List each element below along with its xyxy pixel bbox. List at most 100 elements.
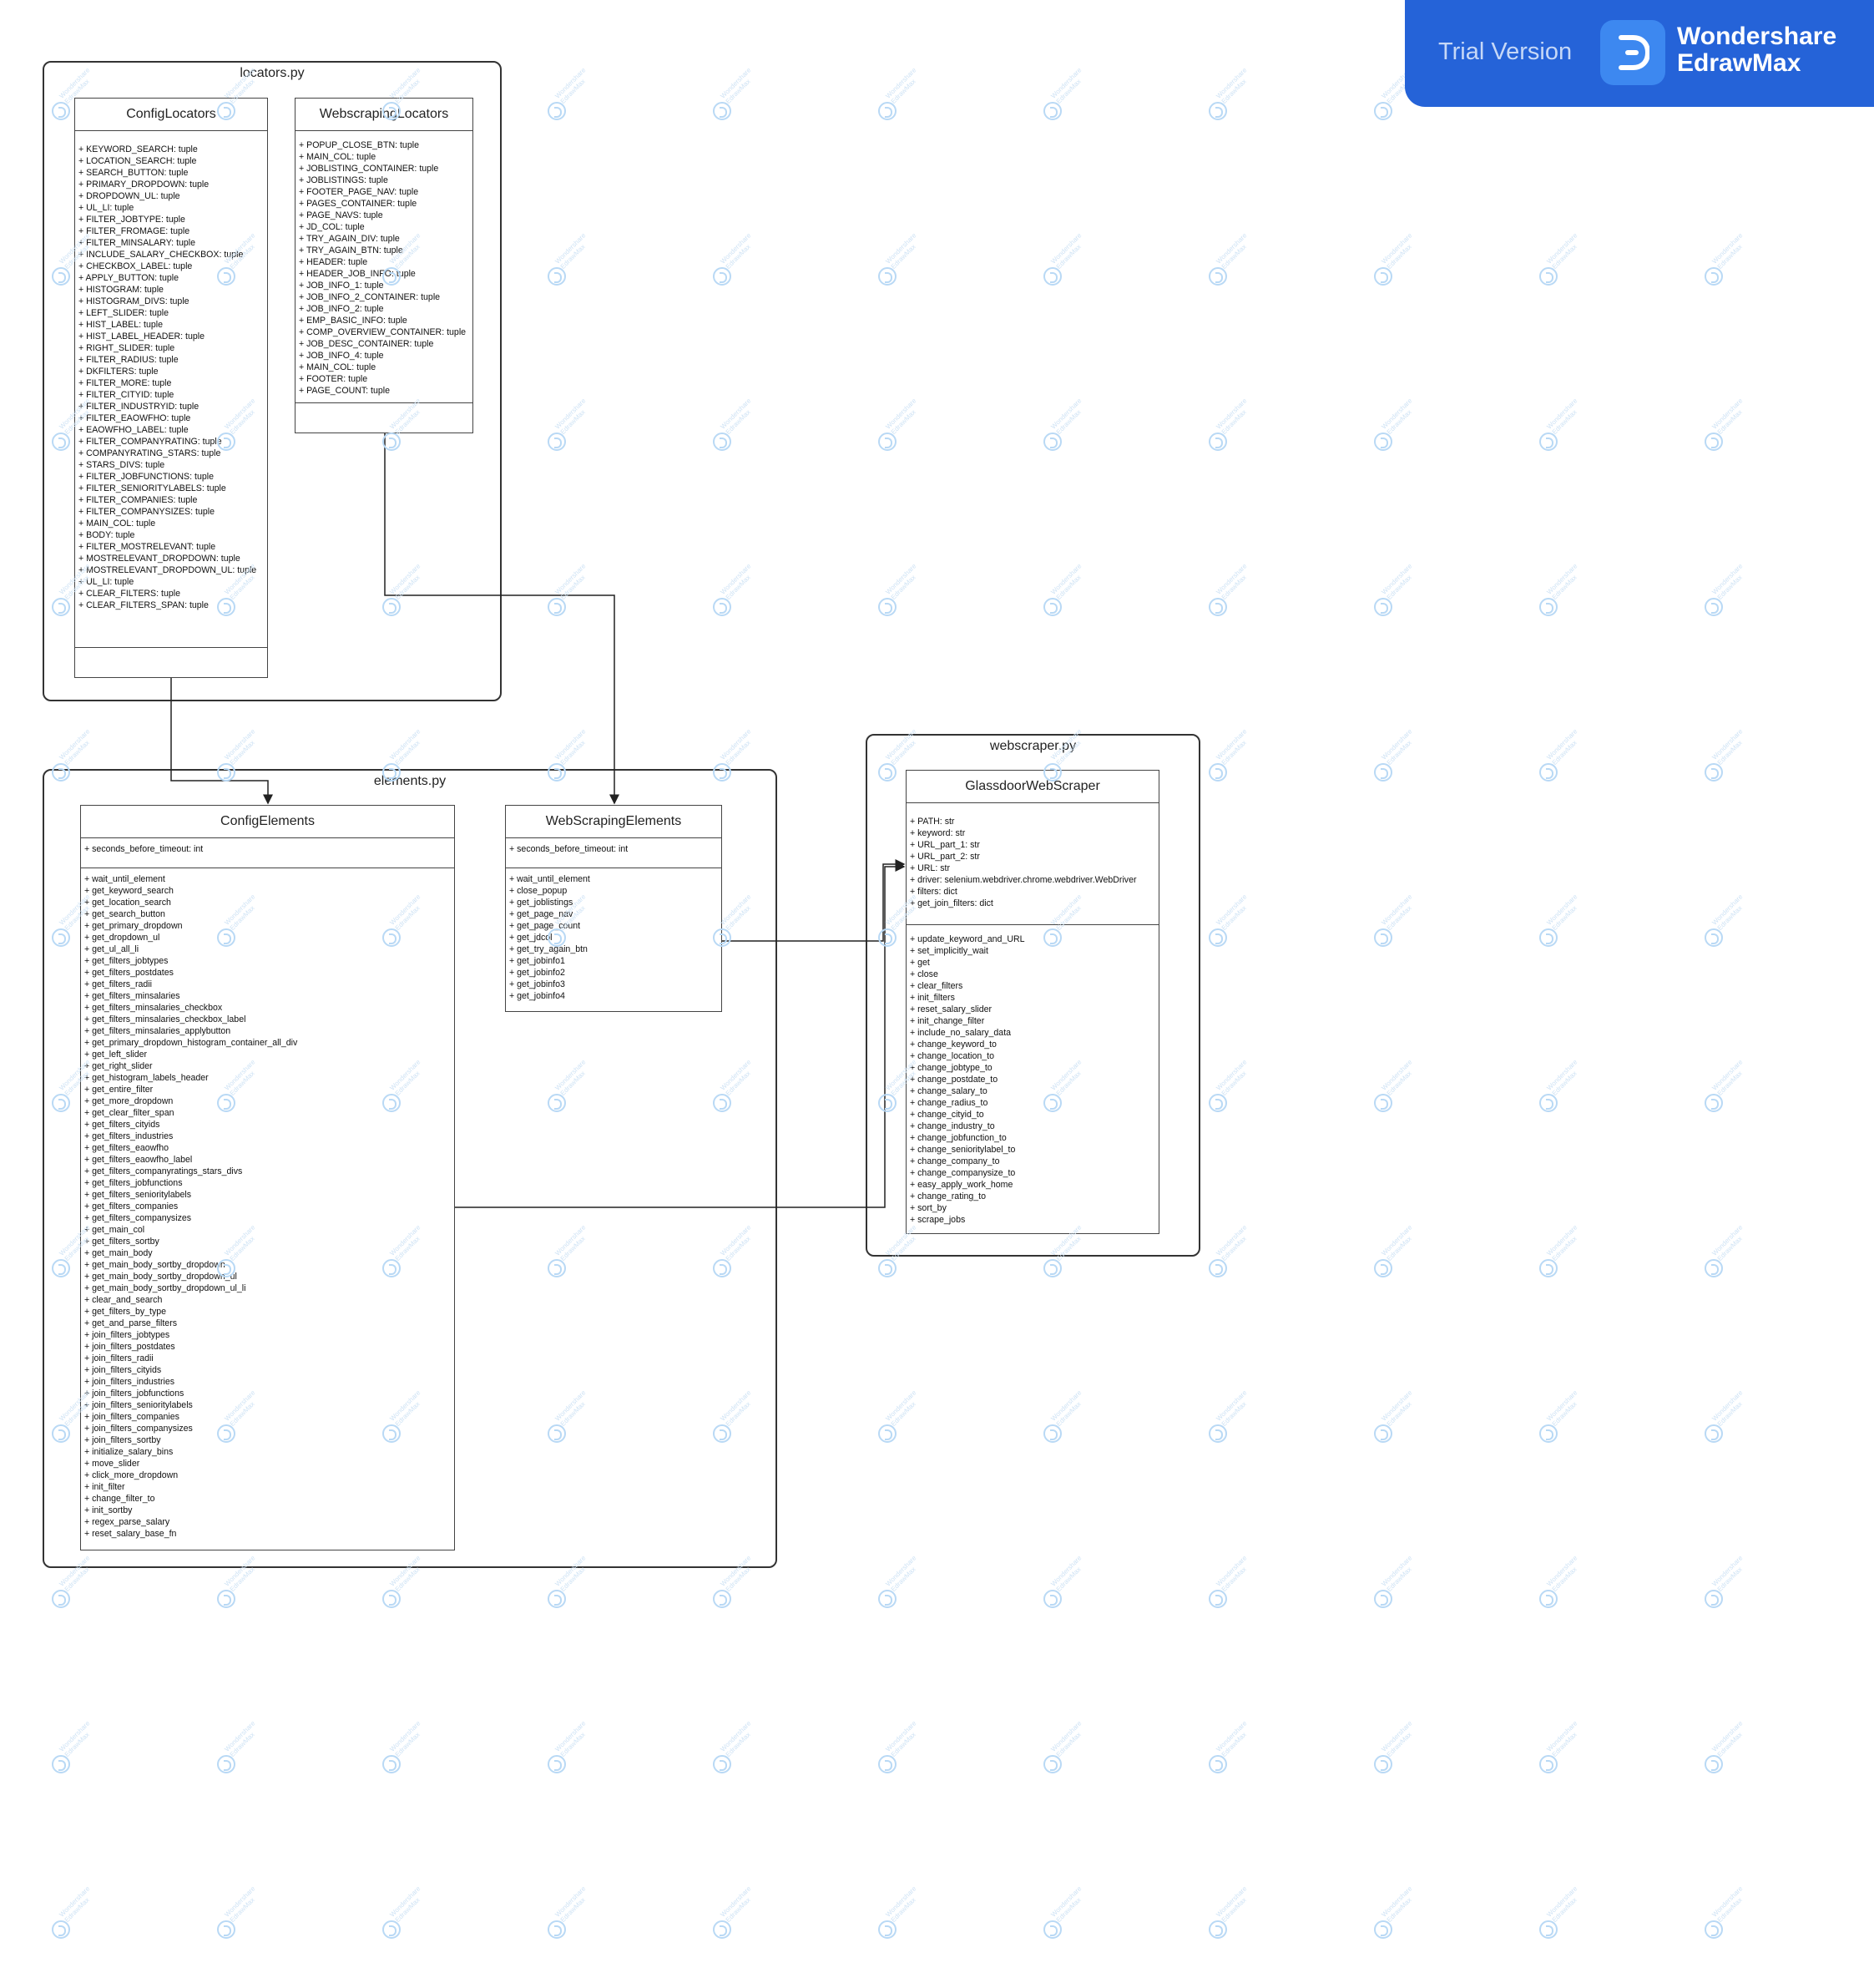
attribute-item: + CLEAR_FILTERS_SPAN: tuple [78,600,209,610]
watermark-logo-icon [1043,1920,1062,1939]
watermark-logo-icon [1374,1094,1392,1112]
watermark-logo-icon [52,1590,70,1608]
method-item: + get_page_nav [509,909,573,919]
watermark-logo-icon [1374,1424,1392,1443]
brand-line2: EdrawMax [1677,49,1801,77]
watermark-logo-icon [1043,598,1062,616]
attribute-item: + FILTER_COMPANIES: tuple [78,495,198,505]
watermark-logo-icon [1374,433,1392,451]
attribute-item: + FILTER_CITYID: tuple [78,390,174,400]
watermark-logo-icon [713,1094,731,1112]
class-glassdoor-webscraper[interactable]: GlassdoorWebScraper + PATH: str+ keyword… [906,770,1159,1234]
watermark-logo-icon [713,1920,731,1939]
watermark-logo-icon [1539,1424,1558,1443]
class-webscraping-locators[interactable]: WebscrapingLocators + POPUP_CLOSE_BTN: t… [295,98,473,433]
watermark-logo-icon [878,102,897,120]
package-locators[interactable]: locators.py [43,61,502,701]
connector-webscrapingelements-glassdoorwebscraper [722,859,906,942]
method-item: + join_filters_jobfunctions [84,1389,184,1399]
attributes-section: + KEYWORD_SEARCH: tuple+ LOCATION_SEARCH… [75,131,267,648]
class-webscraping-elements[interactable]: WebScrapingElements + seconds_before_tim… [505,805,722,1012]
watermark-logo-icon [382,928,401,947]
attribute-item: + keyword: str [910,828,966,838]
watermark-logo-icon [1043,267,1062,286]
method-item: + change_industry_to [910,1121,995,1131]
watermark-logo-icon [382,1424,401,1443]
watermark-logo-icon [382,102,401,120]
method-item: + join_filters_companies [84,1412,179,1422]
method-item: + click_more_dropdown [84,1470,179,1480]
watermark-logo-icon [878,1920,897,1939]
method-item: + change_postdate_to [910,1075,998,1085]
watermark-logo-icon [1209,1920,1227,1939]
method-item: + get_jobinfo2 [509,968,565,978]
package-webscraper[interactable]: webscraper.py [866,734,1200,1257]
class-name: WebScrapingElements [506,806,721,838]
watermark-logo-icon [382,1259,401,1277]
attribute-item: + JOBLISTINGS: tuple [299,175,388,185]
method-item: + get_main_col [84,1225,145,1235]
watermark-logo-icon [548,1755,566,1773]
method-item: + get_filters_sortby [84,1237,159,1247]
watermark-logo-icon [1209,1094,1227,1112]
method-item: + init_sortby [84,1505,133,1515]
watermark-logo-icon [878,1094,897,1112]
watermark-logo-icon [1209,1259,1227,1277]
attribute-item: + FILTER_SENIORITYLABELS: tuple [78,483,226,493]
method-item: + get_filters_eaowfho_label [84,1155,193,1165]
watermark-logo-icon [1539,1590,1558,1608]
watermark-logo-icon [52,1755,70,1773]
watermark-logo-icon [52,1259,70,1277]
attribute-item: + HISTOGRAM_DIVS: tuple [78,296,189,306]
method-item: + get_jobinfo1 [509,956,565,966]
watermark-logo-icon [1043,1590,1062,1608]
connector-configelements-glassdoorwebscraper [455,862,906,1208]
trial-banner[interactable]: Trial Version Wondershare EdrawMax [1405,0,1874,107]
attributes-section: + POPUP_CLOSE_BTN: tuple+ MAIN_COL: tupl… [295,131,472,403]
watermark-logo-icon [1209,763,1227,782]
watermark-logo-icon [548,1590,566,1608]
method-item: + get_keyword_search [84,886,174,896]
method-item: + join_filters_sortby [84,1435,161,1445]
attribute-item: + EMP_BASIC_INFO: tuple [299,316,407,326]
watermark-logo-icon [1374,598,1392,616]
class-config-locators[interactable]: ConfigLocators + KEYWORD_SEARCH: tuple+ … [74,98,268,678]
attribute-item: + UL_LI: tuple [78,203,134,213]
attribute-item: + filters: dict [910,887,957,897]
attribute-item: + PATH: str [910,817,955,827]
method-item: + get [910,958,930,968]
